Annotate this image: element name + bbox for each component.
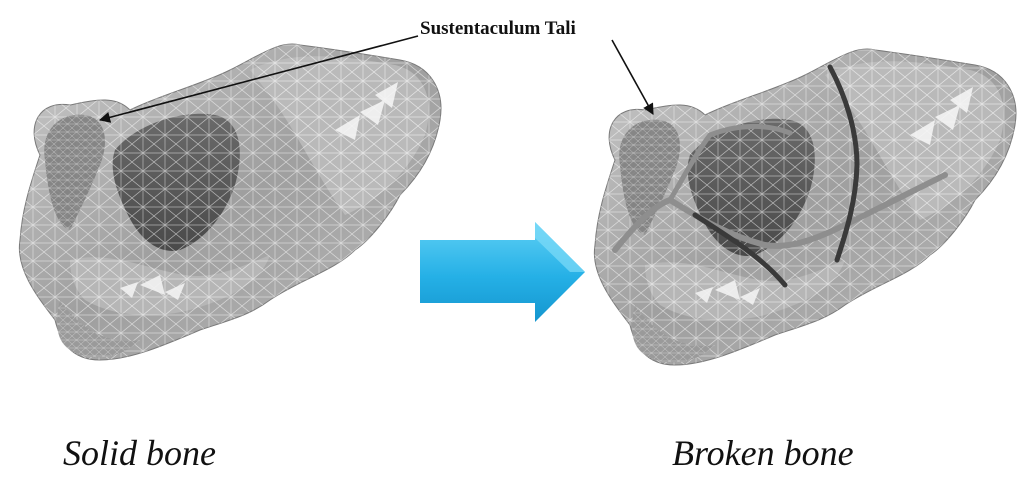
right-arrow-icon bbox=[420, 222, 585, 322]
annotation-label: Sustentaculum Tali bbox=[420, 18, 576, 40]
caption-broken-bone: Broken bone bbox=[672, 432, 854, 474]
solid-bone-model bbox=[19, 44, 441, 360]
annotation-leader-right bbox=[612, 40, 653, 114]
broken-bone-model bbox=[594, 49, 1016, 365]
caption-solid-bone: Solid bone bbox=[63, 432, 216, 474]
